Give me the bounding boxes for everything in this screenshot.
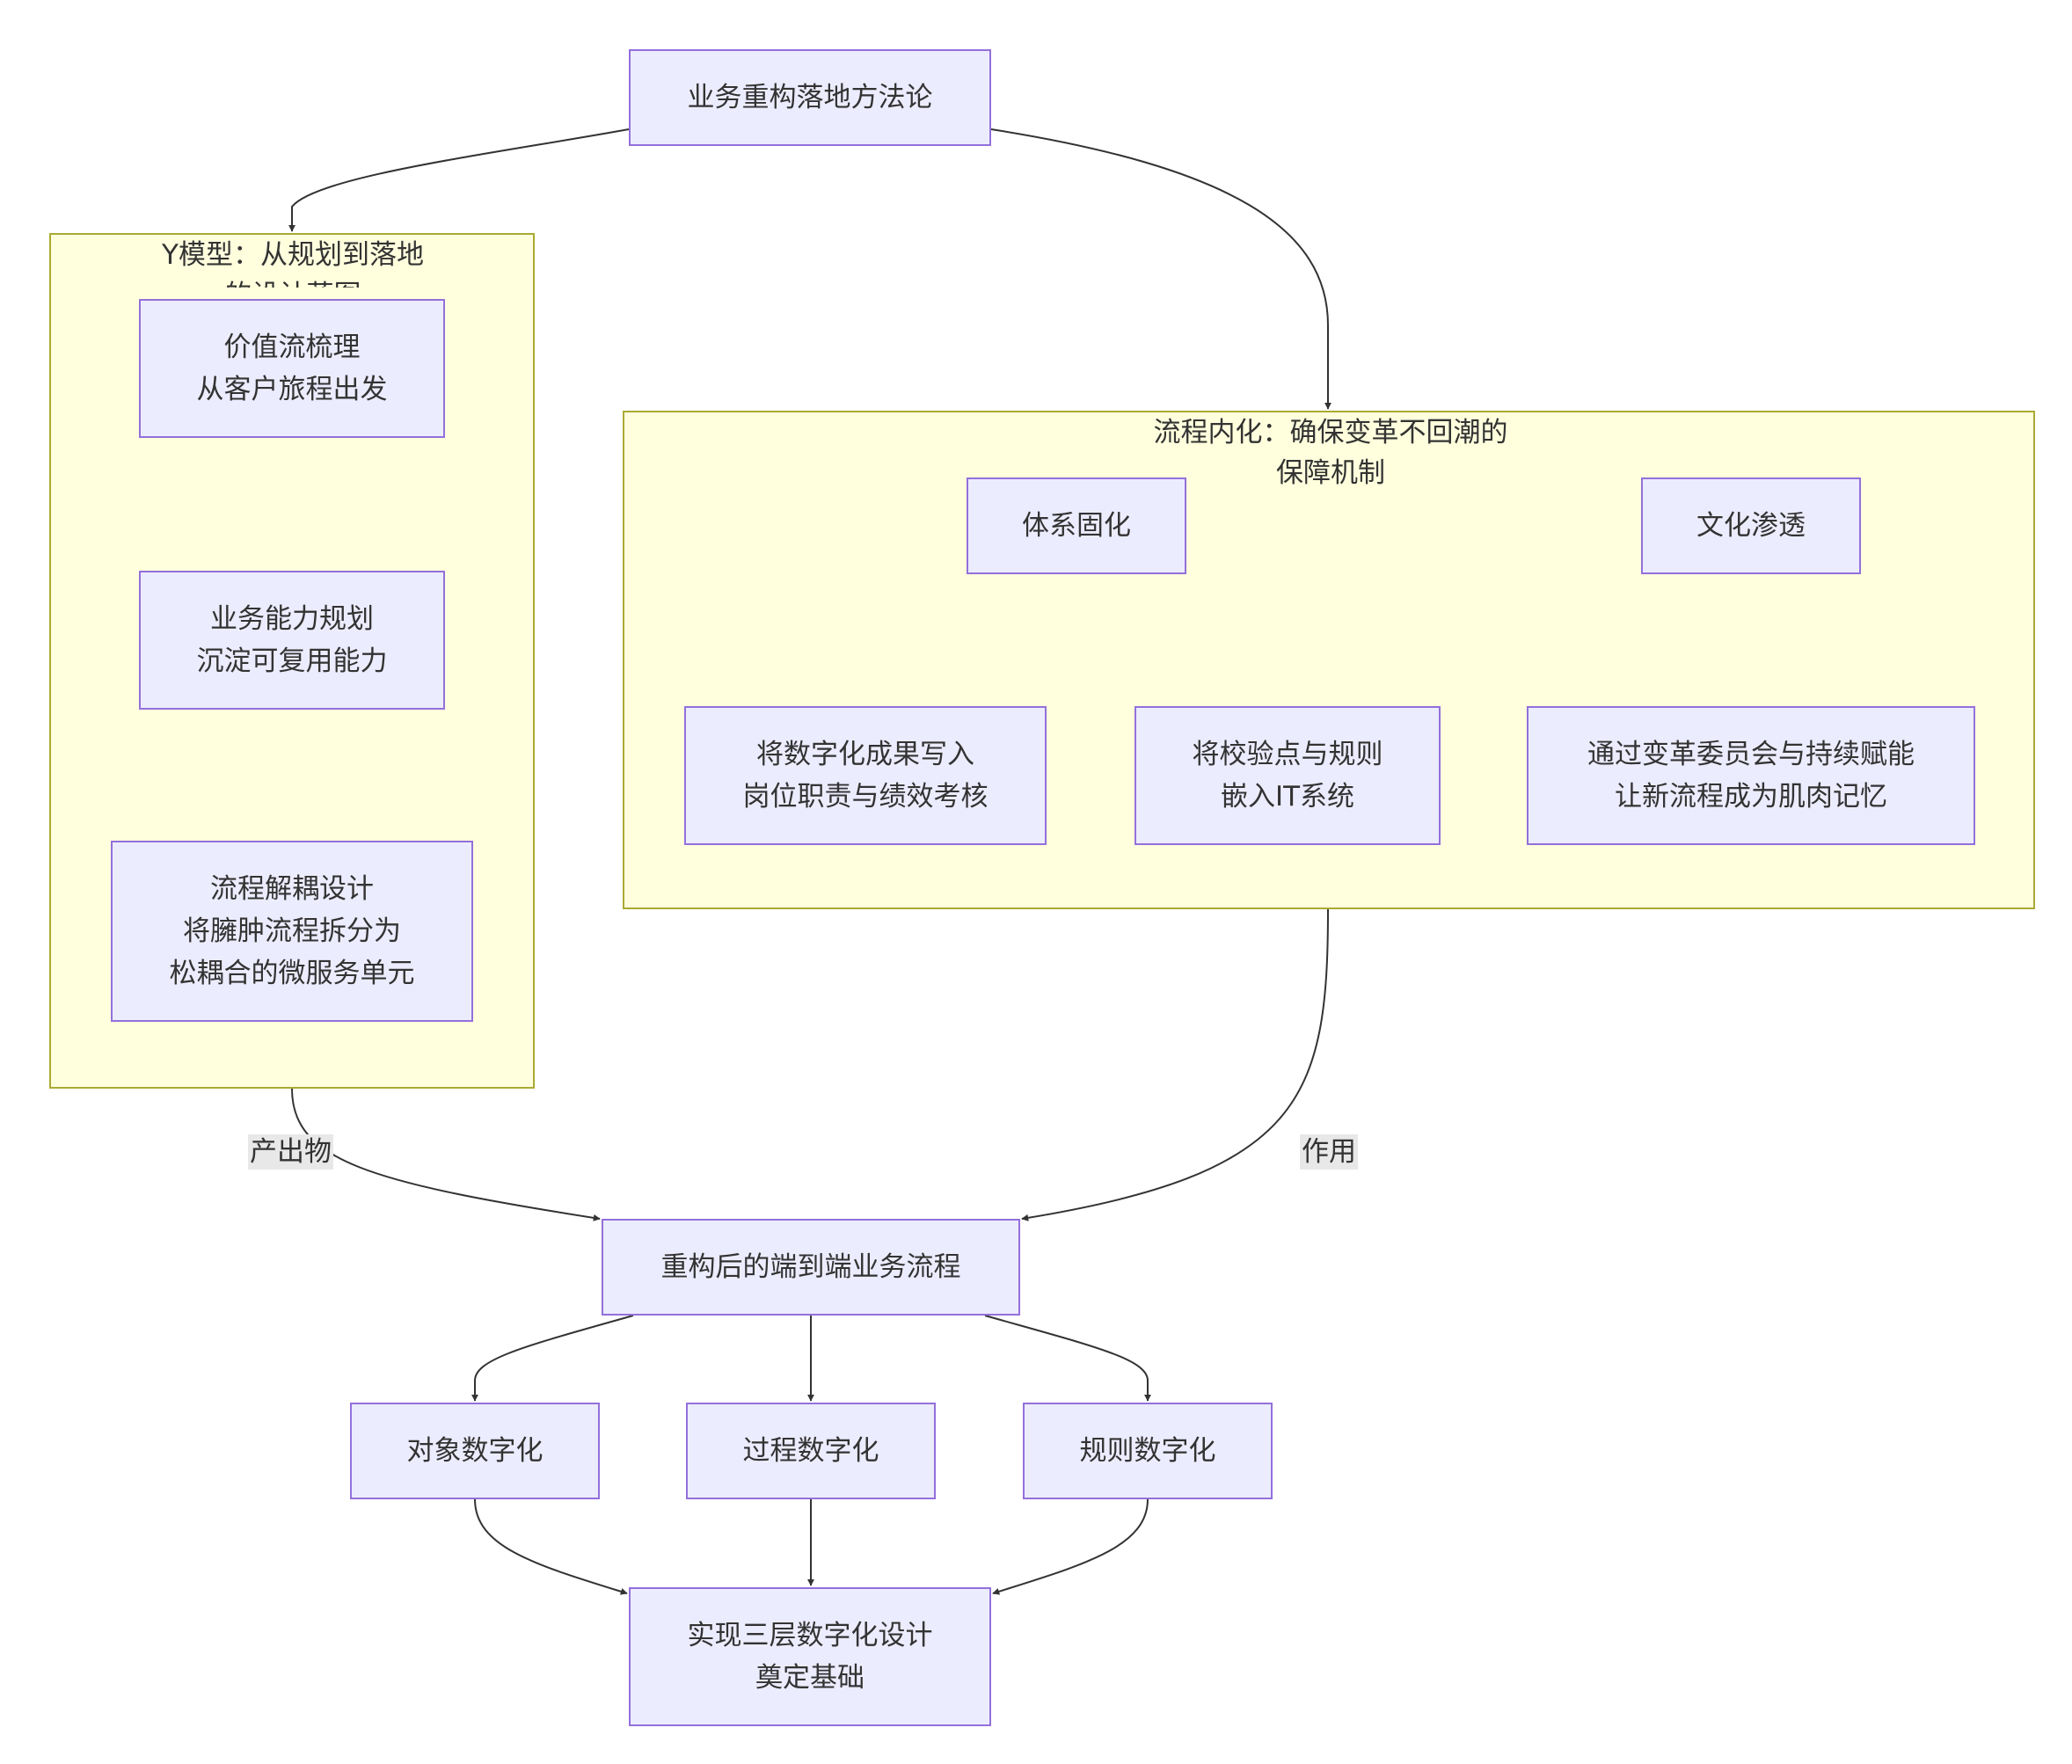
node-three-layer-foundation[interactable]: 实现三层数字化设计 奠定基础 — [629, 1587, 991, 1726]
edge-label-effect: 作用 — [1300, 1134, 1358, 1170]
node-performance-assessment[interactable]: 将数字化成果写入 岗位职责与绩效考核 — [684, 706, 1047, 845]
node-methodology-root[interactable]: 业务重构落地方法论 — [629, 49, 991, 146]
edge-y-model-to-flow — [291, 1088, 601, 1221]
node-it-embedding[interactable]: 将校验点与规则 嵌入IT系统 — [1134, 706, 1441, 845]
node-system-solidify[interactable]: 体系固化 — [967, 477, 1186, 574]
edge-root-to-y-model — [288, 128, 630, 232]
node-process-digitization[interactable]: 过程数字化 — [686, 1403, 936, 1499]
edge-flow-to-object — [471, 1315, 634, 1402]
cluster-y-model-title: Y模型：从规划到落地的设计蓝图 — [162, 239, 424, 288]
node-process-decoupling[interactable]: 流程解耦设计 将臃肿流程拆分为 松耦合的微服务单元 — [111, 841, 473, 1022]
edge-label-output: 产出物 — [248, 1134, 333, 1170]
node-object-digitization[interactable]: 对象数字化 — [350, 1403, 600, 1499]
node-culture-penetration[interactable]: 文化渗透 — [1641, 477, 1861, 574]
edge-internalization-to-flow — [1021, 908, 1329, 1221]
cluster-internalization-title: 流程内化：确保变革不回潮的保障机制 — [1153, 417, 1508, 489]
edge-flow-to-rule — [984, 1315, 1151, 1402]
node-change-committee[interactable]: 通过变革委员会与持续赋能 让新流程成为肌肉记忆 — [1527, 706, 1975, 845]
node-e2e-business-flow[interactable]: 重构后的端到端业务流程 — [602, 1219, 1020, 1316]
edge-object-to-foundation — [474, 1498, 628, 1595]
edge-root-to-internalization — [990, 128, 1331, 410]
node-rule-digitization[interactable]: 规则数字化 — [1023, 1403, 1273, 1499]
edge-rule-to-foundation — [992, 1498, 1149, 1595]
node-capability-planning[interactable]: 业务能力规划 沉淀可复用能力 — [139, 571, 445, 710]
node-value-stream[interactable]: 价值流梳理 从客户旅程出发 — [139, 299, 445, 438]
